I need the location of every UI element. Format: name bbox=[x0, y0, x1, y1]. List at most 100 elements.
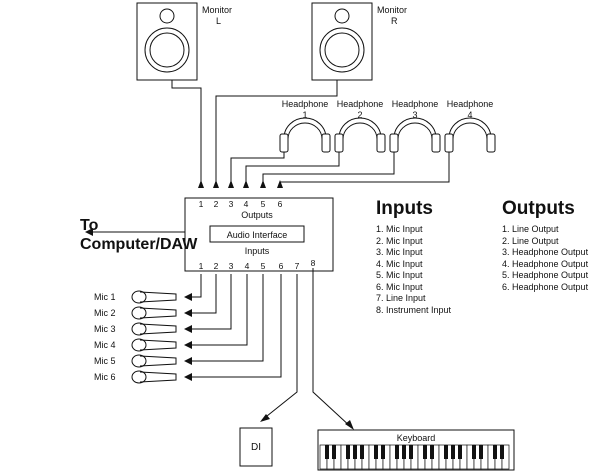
headphone-3-number: 3 bbox=[412, 110, 417, 120]
inputs-legend-item: 6. Mic Input bbox=[376, 281, 423, 292]
audio-interface-title-box bbox=[209, 225, 305, 243]
inputs-legend-item: 7. Line Input bbox=[376, 293, 426, 303]
input-number-8: 8 bbox=[311, 258, 316, 268]
keyboard-keys bbox=[319, 444, 510, 470]
monitor-right-label: Monitor bbox=[377, 5, 407, 15]
input-number-3: 3 bbox=[229, 261, 234, 271]
mic-3-label: Mic 3 bbox=[94, 324, 116, 334]
black-key bbox=[500, 445, 504, 459]
mic-5-icon bbox=[131, 354, 177, 368]
black-key bbox=[423, 445, 427, 459]
mic-2-icon bbox=[131, 306, 177, 320]
di-label: DI bbox=[251, 442, 261, 453]
monitor-left-cable bbox=[171, 80, 202, 188]
headphone-2-cable bbox=[245, 152, 340, 188]
inputs-legend-item: 8. Instrument Input bbox=[376, 304, 452, 315]
headphone-3-label: Headphone bbox=[392, 99, 439, 109]
black-key bbox=[332, 445, 336, 459]
mic-4-cable bbox=[184, 274, 248, 349]
mic-1-icon bbox=[131, 290, 177, 304]
mic-6-cable bbox=[184, 274, 282, 381]
outputs-legend-item: 1. Line Output bbox=[502, 224, 559, 234]
keyboard-cable bbox=[312, 268, 353, 429]
black-key bbox=[360, 445, 364, 459]
inputs-legend-title: Inputs bbox=[376, 198, 433, 219]
black-key bbox=[395, 445, 399, 459]
black-key bbox=[346, 445, 350, 459]
mic-6-icon bbox=[131, 370, 177, 384]
to-computer-line1: To bbox=[80, 217, 99, 234]
headphone-1-number: 1 bbox=[302, 110, 307, 120]
outputs-port-label: Outputs bbox=[241, 210, 273, 220]
headphone-4-number: 4 bbox=[467, 110, 472, 120]
mic-6-label: Mic 6 bbox=[94, 372, 116, 382]
inputs-port-label: Inputs bbox=[245, 246, 270, 256]
inputs-legend-item: 2. Mic Input bbox=[376, 235, 423, 246]
output-number-2: 2 bbox=[214, 199, 219, 209]
di-box bbox=[239, 427, 273, 467]
black-key bbox=[458, 445, 462, 459]
headphone-4-cable bbox=[279, 152, 450, 188]
input-number-4: 4 bbox=[245, 261, 250, 271]
headphone-3-icon bbox=[389, 117, 441, 153]
inputs-legend-item: 3. Mic Input bbox=[376, 247, 423, 257]
black-key bbox=[374, 445, 378, 459]
output-number-3: 3 bbox=[229, 199, 234, 209]
headphone-2-label: Headphone bbox=[337, 99, 384, 109]
input-number-1: 1 bbox=[199, 261, 204, 271]
mic-5-cable bbox=[184, 274, 264, 365]
inputs-legend-item: 1. Mic Input bbox=[376, 224, 423, 234]
di-cable bbox=[261, 274, 298, 421]
monitor-left-speaker bbox=[136, 2, 198, 81]
outputs-legend: Outputs 1. Line Output 2. Line Output 3.… bbox=[502, 198, 588, 293]
to-computer-label: To Computer/DAW bbox=[80, 216, 197, 254]
input-number-2: 2 bbox=[214, 261, 219, 271]
outputs-legend-list: 1. Line Output 2. Line Output 3. Headpho… bbox=[502, 224, 588, 293]
mic-1-label: Mic 1 bbox=[94, 292, 116, 302]
output-number-6: 6 bbox=[278, 199, 283, 209]
monitor-right-cable bbox=[215, 80, 338, 188]
outputs-legend-item: 6. Headphone Output bbox=[502, 281, 589, 292]
mic-1-cable bbox=[184, 274, 202, 301]
headphone-1-label: Headphone bbox=[282, 99, 329, 109]
keyboard-label: Keyboard bbox=[397, 433, 436, 443]
headphone-1-icon bbox=[279, 117, 331, 153]
inputs-legend: Inputs 1. Mic Input 2. Mic Input 3. Mic … bbox=[376, 198, 451, 316]
black-key bbox=[472, 445, 476, 459]
input-number-7: 7 bbox=[295, 261, 300, 271]
output-number-5: 5 bbox=[261, 199, 266, 209]
mic-4-label: Mic 4 bbox=[94, 340, 116, 350]
audio-interface-title: Audio Interface bbox=[227, 230, 288, 240]
black-key bbox=[451, 445, 455, 459]
mic-2-cable bbox=[184, 274, 217, 317]
black-key bbox=[381, 445, 385, 459]
monitor-left-label: Monitor bbox=[202, 5, 232, 15]
mic-4-icon bbox=[131, 338, 177, 352]
output-number-4: 4 bbox=[244, 199, 249, 209]
black-key bbox=[325, 445, 329, 459]
outputs-legend-item: 3. Headphone Output bbox=[502, 247, 589, 257]
outputs-legend-item: 2. Line Output bbox=[502, 235, 559, 246]
output-number-1: 1 bbox=[199, 199, 204, 209]
input-number-6: 6 bbox=[279, 261, 284, 271]
black-key bbox=[353, 445, 357, 459]
black-key bbox=[430, 445, 434, 459]
headphone-4-label: Headphone bbox=[447, 99, 494, 109]
mic-3-cable bbox=[184, 274, 232, 333]
black-key bbox=[479, 445, 483, 459]
headphone-3-cable bbox=[262, 152, 395, 188]
black-key bbox=[402, 445, 406, 459]
black-key bbox=[444, 445, 448, 459]
output-arrows bbox=[198, 180, 283, 188]
inputs-legend-item: 5. Mic Input bbox=[376, 270, 423, 280]
outputs-legend-item: 5. Headphone Output bbox=[502, 270, 589, 280]
mic-5-label: Mic 5 bbox=[94, 356, 116, 366]
headphone-4-icon bbox=[444, 117, 496, 153]
headphone-1-cable bbox=[230, 152, 285, 188]
headphone-2-number: 2 bbox=[357, 110, 362, 120]
black-key bbox=[409, 445, 413, 459]
inputs-legend-list: 1. Mic Input 2. Mic Input 3. Mic Input 4… bbox=[376, 224, 451, 316]
outputs-legend-item: 4. Headphone Output bbox=[502, 258, 589, 269]
mic-3-icon bbox=[131, 322, 177, 336]
